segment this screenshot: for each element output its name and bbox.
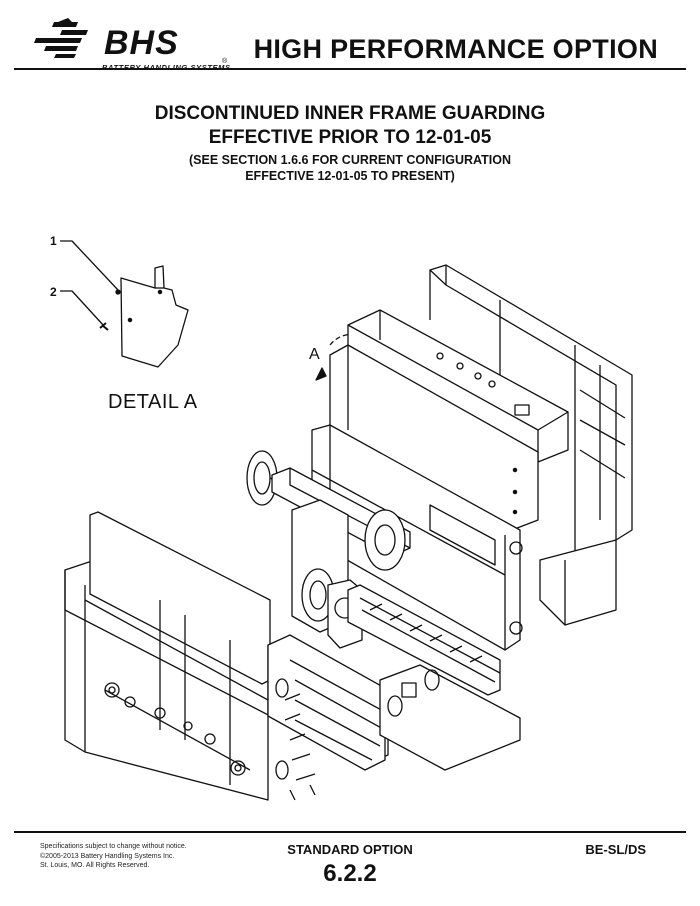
- legal-line-3: St. Louis, MO. All Rights Reserved.: [40, 862, 150, 869]
- logo-subtitle: BATTERY HANDLING SYSTEMS: [102, 63, 231, 72]
- header-divider: [14, 68, 686, 70]
- callout-2: 2: [50, 285, 57, 299]
- page-header-title: HIGH PERFORMANCE OPTION: [253, 34, 658, 64]
- bhs-logo: BHS ® BATTERY HANDLING SYSTEMS: [32, 18, 230, 72]
- front-roller-bed: [267, 634, 386, 771]
- back-frame-outer: [429, 264, 633, 541]
- connector-1: [104, 682, 120, 698]
- title-note-line-2: EFFECTIVE 12-01-05 TO PRESENT): [245, 169, 455, 183]
- connector-5: [204, 733, 216, 745]
- footer-document-code: BE-SL/DS: [585, 842, 646, 857]
- connector-2: [124, 696, 136, 708]
- view-a-arrow: [315, 367, 327, 381]
- callout-1: 1: [50, 234, 57, 248]
- motor-disc: [364, 509, 406, 571]
- title-line-2: EFFECTIVE PRIOR TO 12-01-05: [208, 127, 492, 148]
- equipment-drawing: [60, 240, 633, 801]
- logo-wordmark: BHS: [104, 24, 179, 62]
- conveyor-end-box: [379, 664, 521, 771]
- leader-line-2: [60, 290, 105, 327]
- footer-legal: Specifications subject to change without…: [40, 842, 210, 871]
- title-note-line-1: (SEE SECTION 1.6.6 FOR CURRENT CONFIGURA…: [188, 153, 511, 167]
- title-line-1: DISCONTINUED INNER FRAME GUARDING: [154, 103, 546, 124]
- front-support-frame: [64, 570, 86, 753]
- footer-option-label: STANDARD OPTION: [287, 842, 413, 857]
- detail-a-label: DETAIL A: [108, 391, 198, 413]
- connector-6: [230, 760, 246, 776]
- leader-line-1: [60, 240, 119, 291]
- back-frame-base: [539, 539, 617, 626]
- legal-line-1: Specifications subject to change without…: [40, 843, 187, 850]
- connector-3: [154, 707, 166, 719]
- detail-a-screw: [99, 322, 109, 331]
- detail-a-guard-plate: [120, 265, 189, 368]
- connector-4: [183, 721, 193, 731]
- footer-section-number: 6.2.2: [323, 860, 377, 887]
- registered-mark: ®: [222, 58, 228, 65]
- legal-line-2: ©2005-2013 Battery Handling Systems Inc.: [40, 852, 175, 860]
- lower-rollers: [284, 693, 316, 781]
- view-a-marker: A: [309, 346, 320, 363]
- speed-lines-icon: [34, 18, 88, 58]
- footer-divider: [14, 831, 686, 833]
- drawing-title-block: DISCONTINUED INNER FRAME GUARDING EFFECT…: [0, 102, 700, 184]
